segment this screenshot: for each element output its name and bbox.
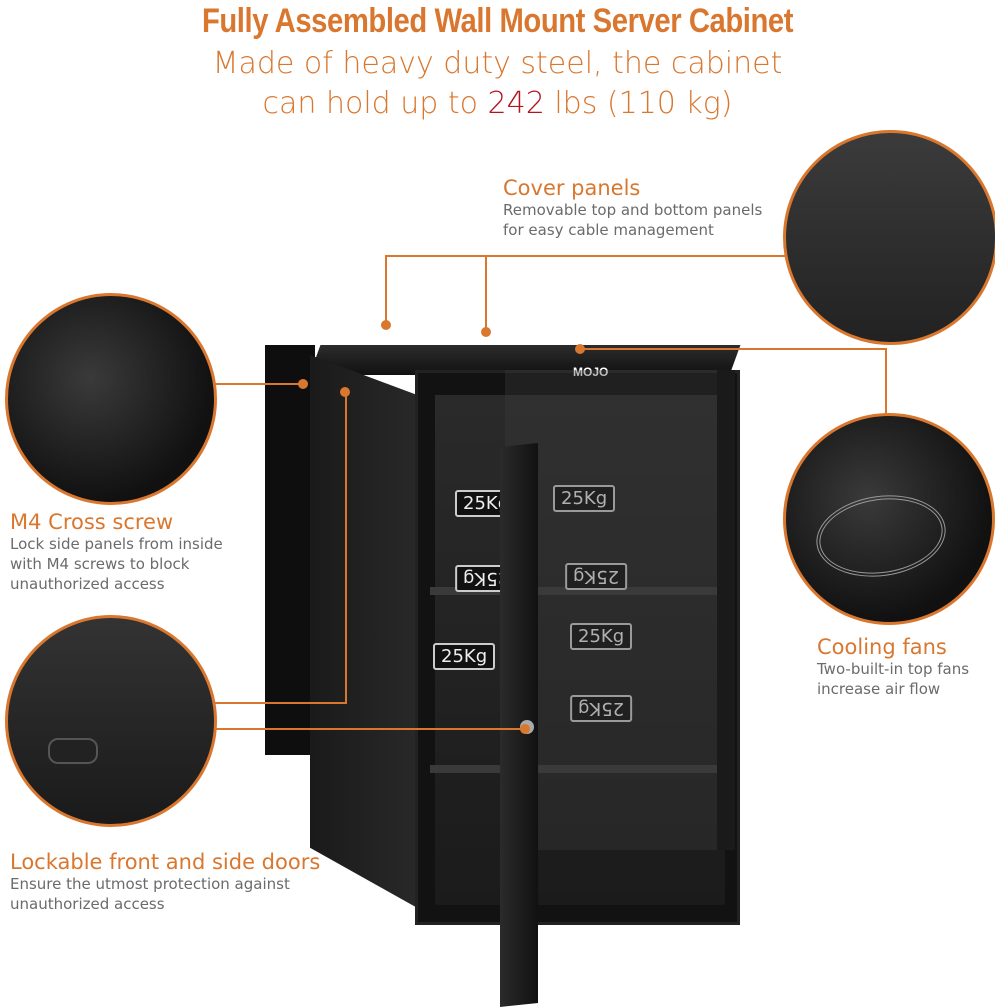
- subtitle-text: can hold up to: [262, 86, 488, 121]
- callout-line: [385, 255, 387, 325]
- brand-logo: MOJO: [573, 365, 609, 379]
- shelf: [430, 765, 730, 773]
- callout-desc: Lock side panels from inside: [10, 535, 223, 553]
- callout-desc: with M4 screws to block: [10, 555, 190, 573]
- callout-m4-screw: M4 Cross screw Lock side panels from ins…: [10, 510, 223, 594]
- callout-line: [215, 728, 525, 730]
- callout-dot: [298, 379, 308, 389]
- weight-label: 25Kg: [553, 485, 616, 512]
- callout-line: [885, 348, 887, 418]
- callout-title: Cooling fans: [817, 635, 947, 659]
- callout-dot: [520, 724, 530, 734]
- callout-desc: unauthorized access: [10, 575, 165, 593]
- callout-dot: [340, 387, 350, 397]
- callout-title: Lockable front and side doors: [10, 850, 321, 874]
- weight-label: 25Kg: [433, 643, 496, 670]
- callout-desc: Ensure the utmost protection against: [10, 875, 290, 893]
- callout-line: [215, 702, 347, 704]
- callout-desc: for easy cable management: [503, 221, 714, 239]
- subtitle-line2: can hold up to 242 lbs (110 kg): [0, 86, 995, 121]
- callout-desc: Removable top and bottom panels: [503, 201, 763, 219]
- side-door: [310, 355, 430, 915]
- subtitle-text: lbs (110 kg): [544, 86, 733, 121]
- fan-closeup: [783, 413, 995, 625]
- lock-closeup: [5, 615, 217, 827]
- callout-line: [580, 348, 886, 350]
- callout-cover-panels: Cover panels Removable top and bottom pa…: [503, 176, 762, 240]
- callout-line: [485, 255, 487, 330]
- callout-desc: increase air flow: [817, 680, 941, 698]
- side-panel: [265, 345, 315, 755]
- callout-line: [345, 393, 347, 703]
- glass-door: [505, 370, 735, 850]
- callout-dot: [481, 327, 491, 337]
- fan-icon: [811, 487, 951, 585]
- subtitle-line1: Made of heavy duty steel, the cabinet: [212, 46, 783, 81]
- callout-lockable-doors: Lockable front and side doors Ensure the…: [10, 850, 320, 914]
- callout-title: M4 Cross screw: [10, 510, 174, 534]
- page-title: Fully Assembled Wall Mount Server Cabine…: [201, 2, 794, 40]
- callout-line: [385, 255, 785, 257]
- weight-label: 25Kg: [570, 623, 633, 650]
- callout-line: [215, 383, 303, 385]
- screw-closeup: [5, 293, 217, 505]
- key-icon: [48, 738, 98, 764]
- server-cabinet-image: MOJO 25Kg 25Kg 25Kg 25Kg 25Kg 25Kg 25Kg: [265, 325, 741, 1007]
- callout-dot: [575, 344, 585, 354]
- callout-cooling-fans: Cooling fans Two-built-in top fans incre…: [817, 635, 969, 699]
- callout-desc: unauthorized access: [10, 895, 165, 913]
- callout-title: Cover panels: [503, 176, 641, 200]
- weight-highlight: 242: [487, 86, 545, 121]
- callout-desc: Two-built-in top fans: [817, 660, 970, 678]
- cover-panel-closeup: [783, 130, 995, 345]
- shelf: [430, 587, 730, 595]
- callout-dot: [381, 320, 391, 330]
